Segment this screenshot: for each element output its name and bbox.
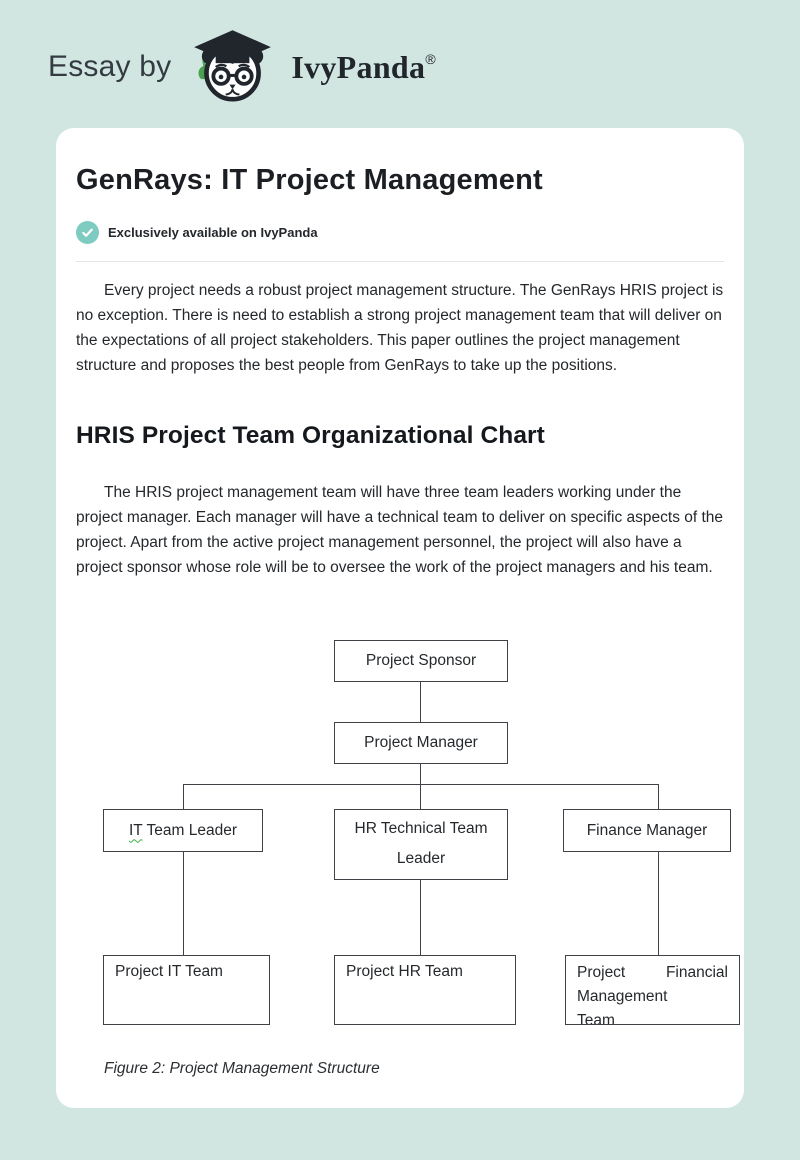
connector-manager-down <box>420 764 421 809</box>
intro-paragraph: Every project needs a robust project man… <box>76 282 724 374</box>
availability-badge: Exclusively available on IvyPanda <box>76 221 318 244</box>
org-node-label: Project IT Team <box>115 963 223 980</box>
org-node-word: Project <box>577 964 626 981</box>
org-node-it-team-leader: IT Team Leader <box>103 809 263 852</box>
section-paragraph: The HRIS project management team will ha… <box>76 484 724 576</box>
connector-hr-leader-team <box>420 880 421 955</box>
connector-branch-bar <box>183 784 659 785</box>
divider <box>76 261 724 262</box>
org-node-label-line3: Team <box>577 1012 615 1025</box>
org-node-label: Project HR Team <box>346 963 463 980</box>
misspelled-word: IT <box>129 821 143 839</box>
org-node-word: Financial <box>665 964 728 981</box>
connector-drop-it-leader <box>183 784 184 809</box>
org-node-label-line2: Management <box>577 988 668 1005</box>
org-node-project-manager: Project Manager <box>334 722 508 764</box>
org-node-label-line1: HR Technical Team <box>354 820 488 837</box>
figure-caption: Figure 2: Project Management Structure <box>104 1060 380 1077</box>
org-node-label: Project Sponsor <box>365 652 477 669</box>
check-icon <box>76 221 99 244</box>
org-node-label-line2: Leader <box>396 850 446 867</box>
connector-finance-team <box>658 852 659 955</box>
page-title: GenRays: IT Project Management <box>76 164 543 196</box>
org-node-project-hr-team: Project HR Team <box>334 955 516 1025</box>
section-heading: HRIS Project Team Organizational Chart <box>76 422 545 449</box>
essay-card: GenRays: IT Project Management Exclusive… <box>56 128 744 1108</box>
ivypanda-panda-logo-icon <box>194 30 272 102</box>
org-node-finance-manager: Finance Manager <box>563 809 731 852</box>
brand-name: IvyPanda ® <box>291 49 436 86</box>
registered-mark: ® <box>425 50 436 67</box>
org-node-label-rest: Team Leader <box>142 821 237 839</box>
org-node-label-line1: Project Financial <box>577 961 728 985</box>
connector-sponsor-manager <box>420 682 421 722</box>
connector-drop-finance <box>658 784 659 809</box>
org-node-label: Project Manager <box>364 734 478 751</box>
brand-text: IvyPanda <box>291 48 426 85</box>
org-chart-figure: Project Sponsor Project Manager IT Team … <box>56 630 744 1030</box>
org-node-project-financial-management-team: Project Financial Management Team <box>565 955 740 1025</box>
org-node-project-it-team: Project IT Team <box>103 955 270 1025</box>
connector-it-leader-team <box>183 852 184 955</box>
org-node-label: Finance Manager <box>586 821 708 839</box>
ivypanda-home-link[interactable]: Essay by IvyPanda ® <box>48 28 436 106</box>
essay-by-label: Essay by <box>48 50 172 83</box>
org-node-hr-technical-team-leader: HR Technical Team Leader <box>334 809 508 880</box>
badge-label: Exclusively available on IvyPanda <box>108 225 318 240</box>
org-node-label: IT Team Leader <box>129 822 237 840</box>
org-node-project-sponsor: Project Sponsor <box>334 640 508 682</box>
